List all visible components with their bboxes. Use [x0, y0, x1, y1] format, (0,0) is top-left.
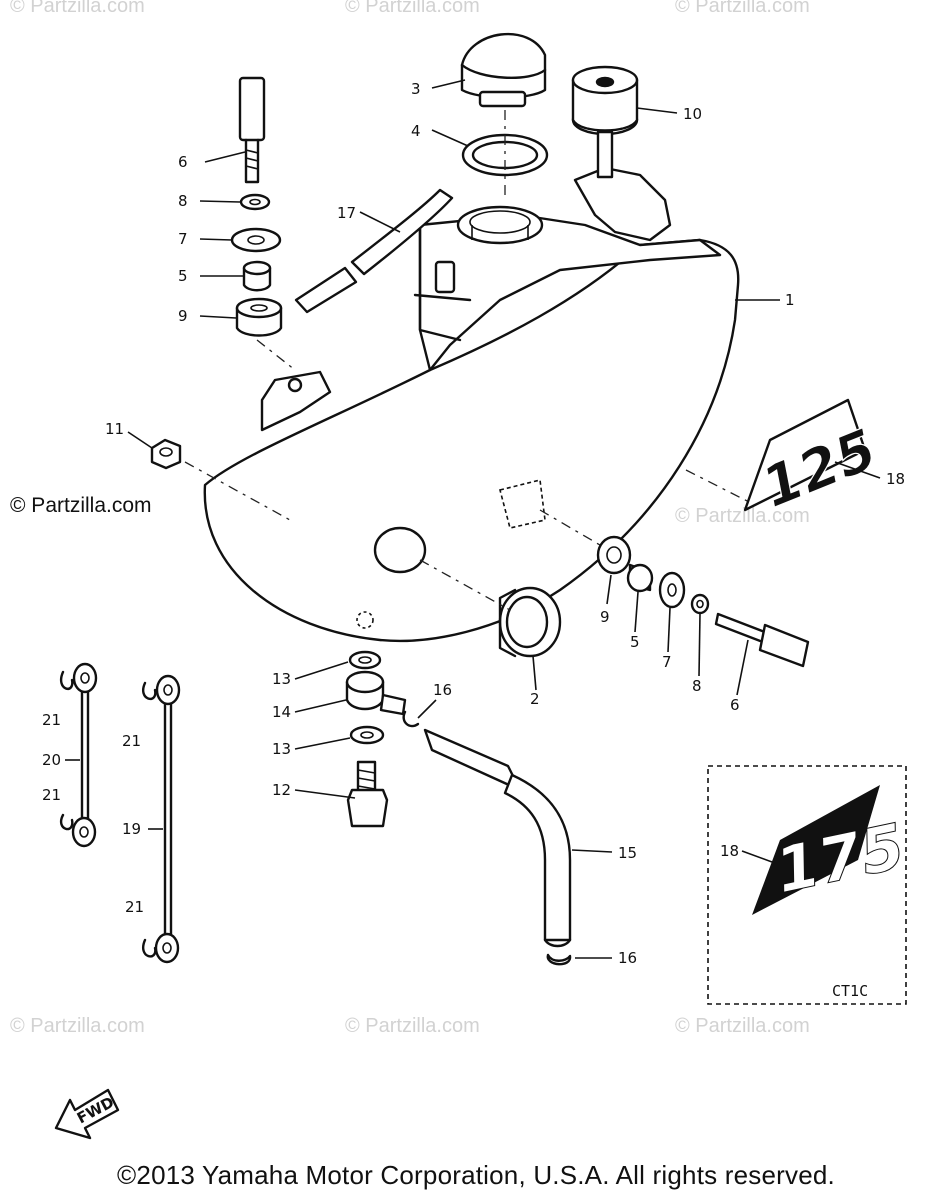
callout-20: 20: [42, 751, 61, 769]
callout-7: 7: [662, 653, 672, 671]
front-grommet: [498, 586, 562, 658]
callout-numbers: 3 4 6 8 7 5 9 10 17 1 11 18 9 5 7 8 6 2 …: [42, 80, 905, 967]
callout-5: 5: [178, 267, 188, 285]
callout-21: 21: [125, 898, 144, 916]
emblem-125: 125: [743, 398, 887, 522]
right-mount-stack: [596, 535, 810, 668]
callout-9: 9: [600, 608, 610, 626]
callout-8: 8: [692, 677, 702, 695]
callout-16: 16: [618, 949, 637, 967]
callout-7: 7: [178, 230, 188, 248]
callout-17: 17: [337, 204, 356, 222]
callout-15: 15: [618, 844, 637, 862]
callout-6: 6: [730, 696, 740, 714]
watermark-label: © Partzilla.com: [10, 494, 152, 517]
filler-cap: [460, 32, 547, 108]
callout-11: 11: [105, 420, 124, 438]
watermark: © Partzilla.com: [675, 1015, 810, 1037]
lead-wire-long: [142, 674, 181, 964]
hose-clip: [546, 953, 572, 966]
callout-19: 19: [122, 820, 141, 838]
callout-8: 8: [178, 192, 188, 210]
callout-12: 12: [272, 781, 291, 799]
inset-code: CT1C: [832, 982, 868, 1000]
fuel-pipe: [423, 728, 572, 948]
watermark: © Partzilla.com: [345, 0, 480, 17]
copyright-footer: ©2013 Yamaha Motor Corporation, U.S.A. A…: [117, 1160, 835, 1190]
callout-2: 2: [530, 690, 540, 708]
watermark: © Partzilla.com: [675, 0, 810, 17]
callout-5: 5: [630, 633, 640, 651]
callout-4: 4: [411, 122, 421, 140]
callout-18: 18: [886, 470, 905, 488]
tank-cushion: [571, 65, 639, 179]
nut: [150, 438, 182, 470]
callout-21: 21: [42, 711, 61, 729]
watermark: © Partzilla.com: [10, 0, 145, 17]
lead-wire-short: [60, 662, 98, 848]
emblem-175-text: 175: [769, 809, 911, 907]
callout-18: 18: [720, 842, 739, 860]
inset-box: 175 CT1C: [707, 765, 911, 1005]
callout-14: 14: [272, 703, 291, 721]
callout-13: 13: [272, 740, 291, 758]
callout-13: 13: [272, 670, 291, 688]
callout-1: 1: [785, 291, 795, 309]
watermark: © Partzilla.com: [10, 1015, 145, 1037]
breather-hose: [294, 188, 454, 314]
left-mount-stack: [230, 76, 283, 337]
callout-21: 21: [122, 732, 141, 750]
fwd-arrow-icon: FWD: [54, 1088, 120, 1140]
leader-lines: [65, 79, 881, 959]
callout-16: 16: [433, 681, 452, 699]
oil-tank: [203, 166, 740, 643]
callout-3: 3: [411, 80, 421, 98]
watermark: © Partzilla.com: [675, 505, 810, 527]
callout-6: 6: [178, 153, 188, 171]
callout-9: 9: [178, 307, 188, 325]
banjo-assembly: [345, 650, 420, 828]
callout-21: 21: [42, 786, 61, 804]
watermark: © Partzilla.com: [345, 1015, 480, 1037]
callout-10: 10: [683, 105, 702, 123]
